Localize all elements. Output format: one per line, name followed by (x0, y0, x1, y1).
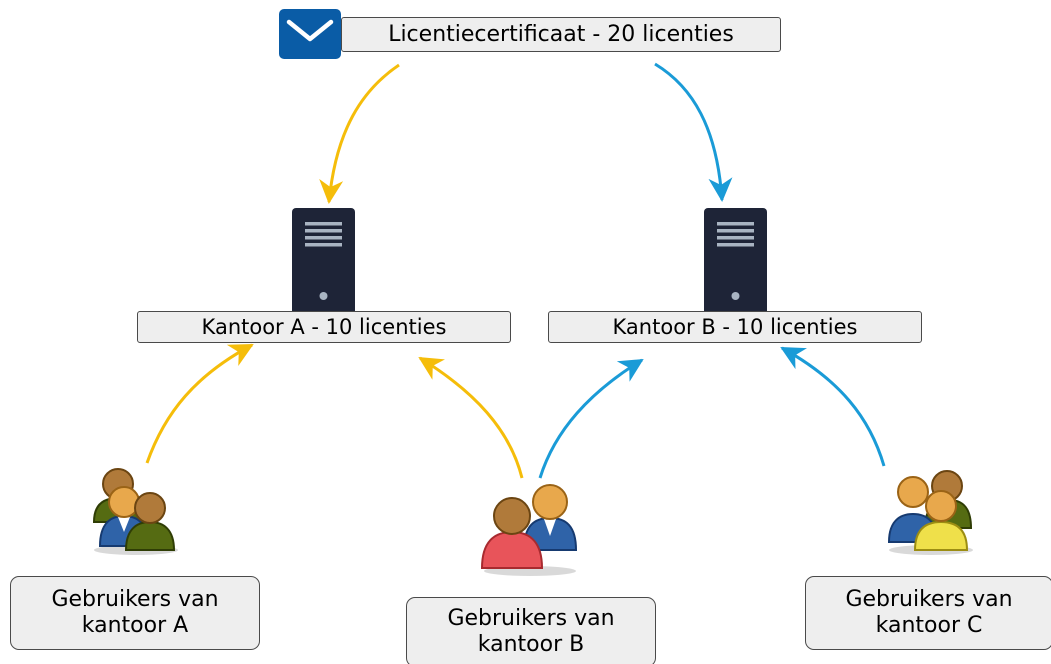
envelope-icon (279, 9, 341, 59)
users-kantoor-c-line1: Gebruikers van (845, 587, 1013, 613)
arrow-users-b-to-kantoor-a (418, 356, 524, 479)
users-group-icon (480, 484, 578, 576)
users-kantoor-c-line2: kantoor C (875, 613, 983, 638)
users-kantoor-a-line2: kantoor A (81, 613, 189, 638)
users-kantoor-a-line1: Gebruikers van (51, 587, 219, 613)
users-group-icon (92, 468, 178, 555)
kantoor-b-label-text: Kantoor B - 10 licenties (612, 314, 858, 339)
arrow-users-b-to-kantoor-b (538, 358, 644, 479)
users-kantoor-c-label: Gebruikers van kantoor C (805, 576, 1051, 650)
users-kantoor-a-label: Gebruikers van kantoor A (10, 576, 260, 650)
kantoor-a-label-text: Kantoor A - 10 licenties (201, 314, 447, 339)
server-icon (704, 208, 767, 315)
users-group-icon (887, 470, 973, 555)
users-kantoor-b-line2: kantoor B (477, 632, 585, 657)
certificate-label: Licentiecertificaat - 20 licenties (341, 17, 781, 52)
certificate-label-text: Licentiecertificaat - 20 licenties (388, 21, 734, 47)
arrow-certificate-to-kantoor-b (654, 62, 733, 202)
arrow-users-a-to-kantoor-a (145, 343, 254, 464)
arrow-certificate-to-kantoor-a (319, 63, 400, 204)
users-kantoor-b-line1: Gebruikers van (447, 606, 615, 632)
kantoor-a-label: Kantoor A - 10 licenties (137, 311, 511, 343)
server-icon (292, 208, 355, 315)
users-kantoor-b-label: Gebruikers van kantoor B (406, 597, 656, 664)
arrow-users-c-to-kantoor-b (780, 346, 886, 467)
kantoor-b-label: Kantoor B - 10 licenties (548, 311, 922, 343)
